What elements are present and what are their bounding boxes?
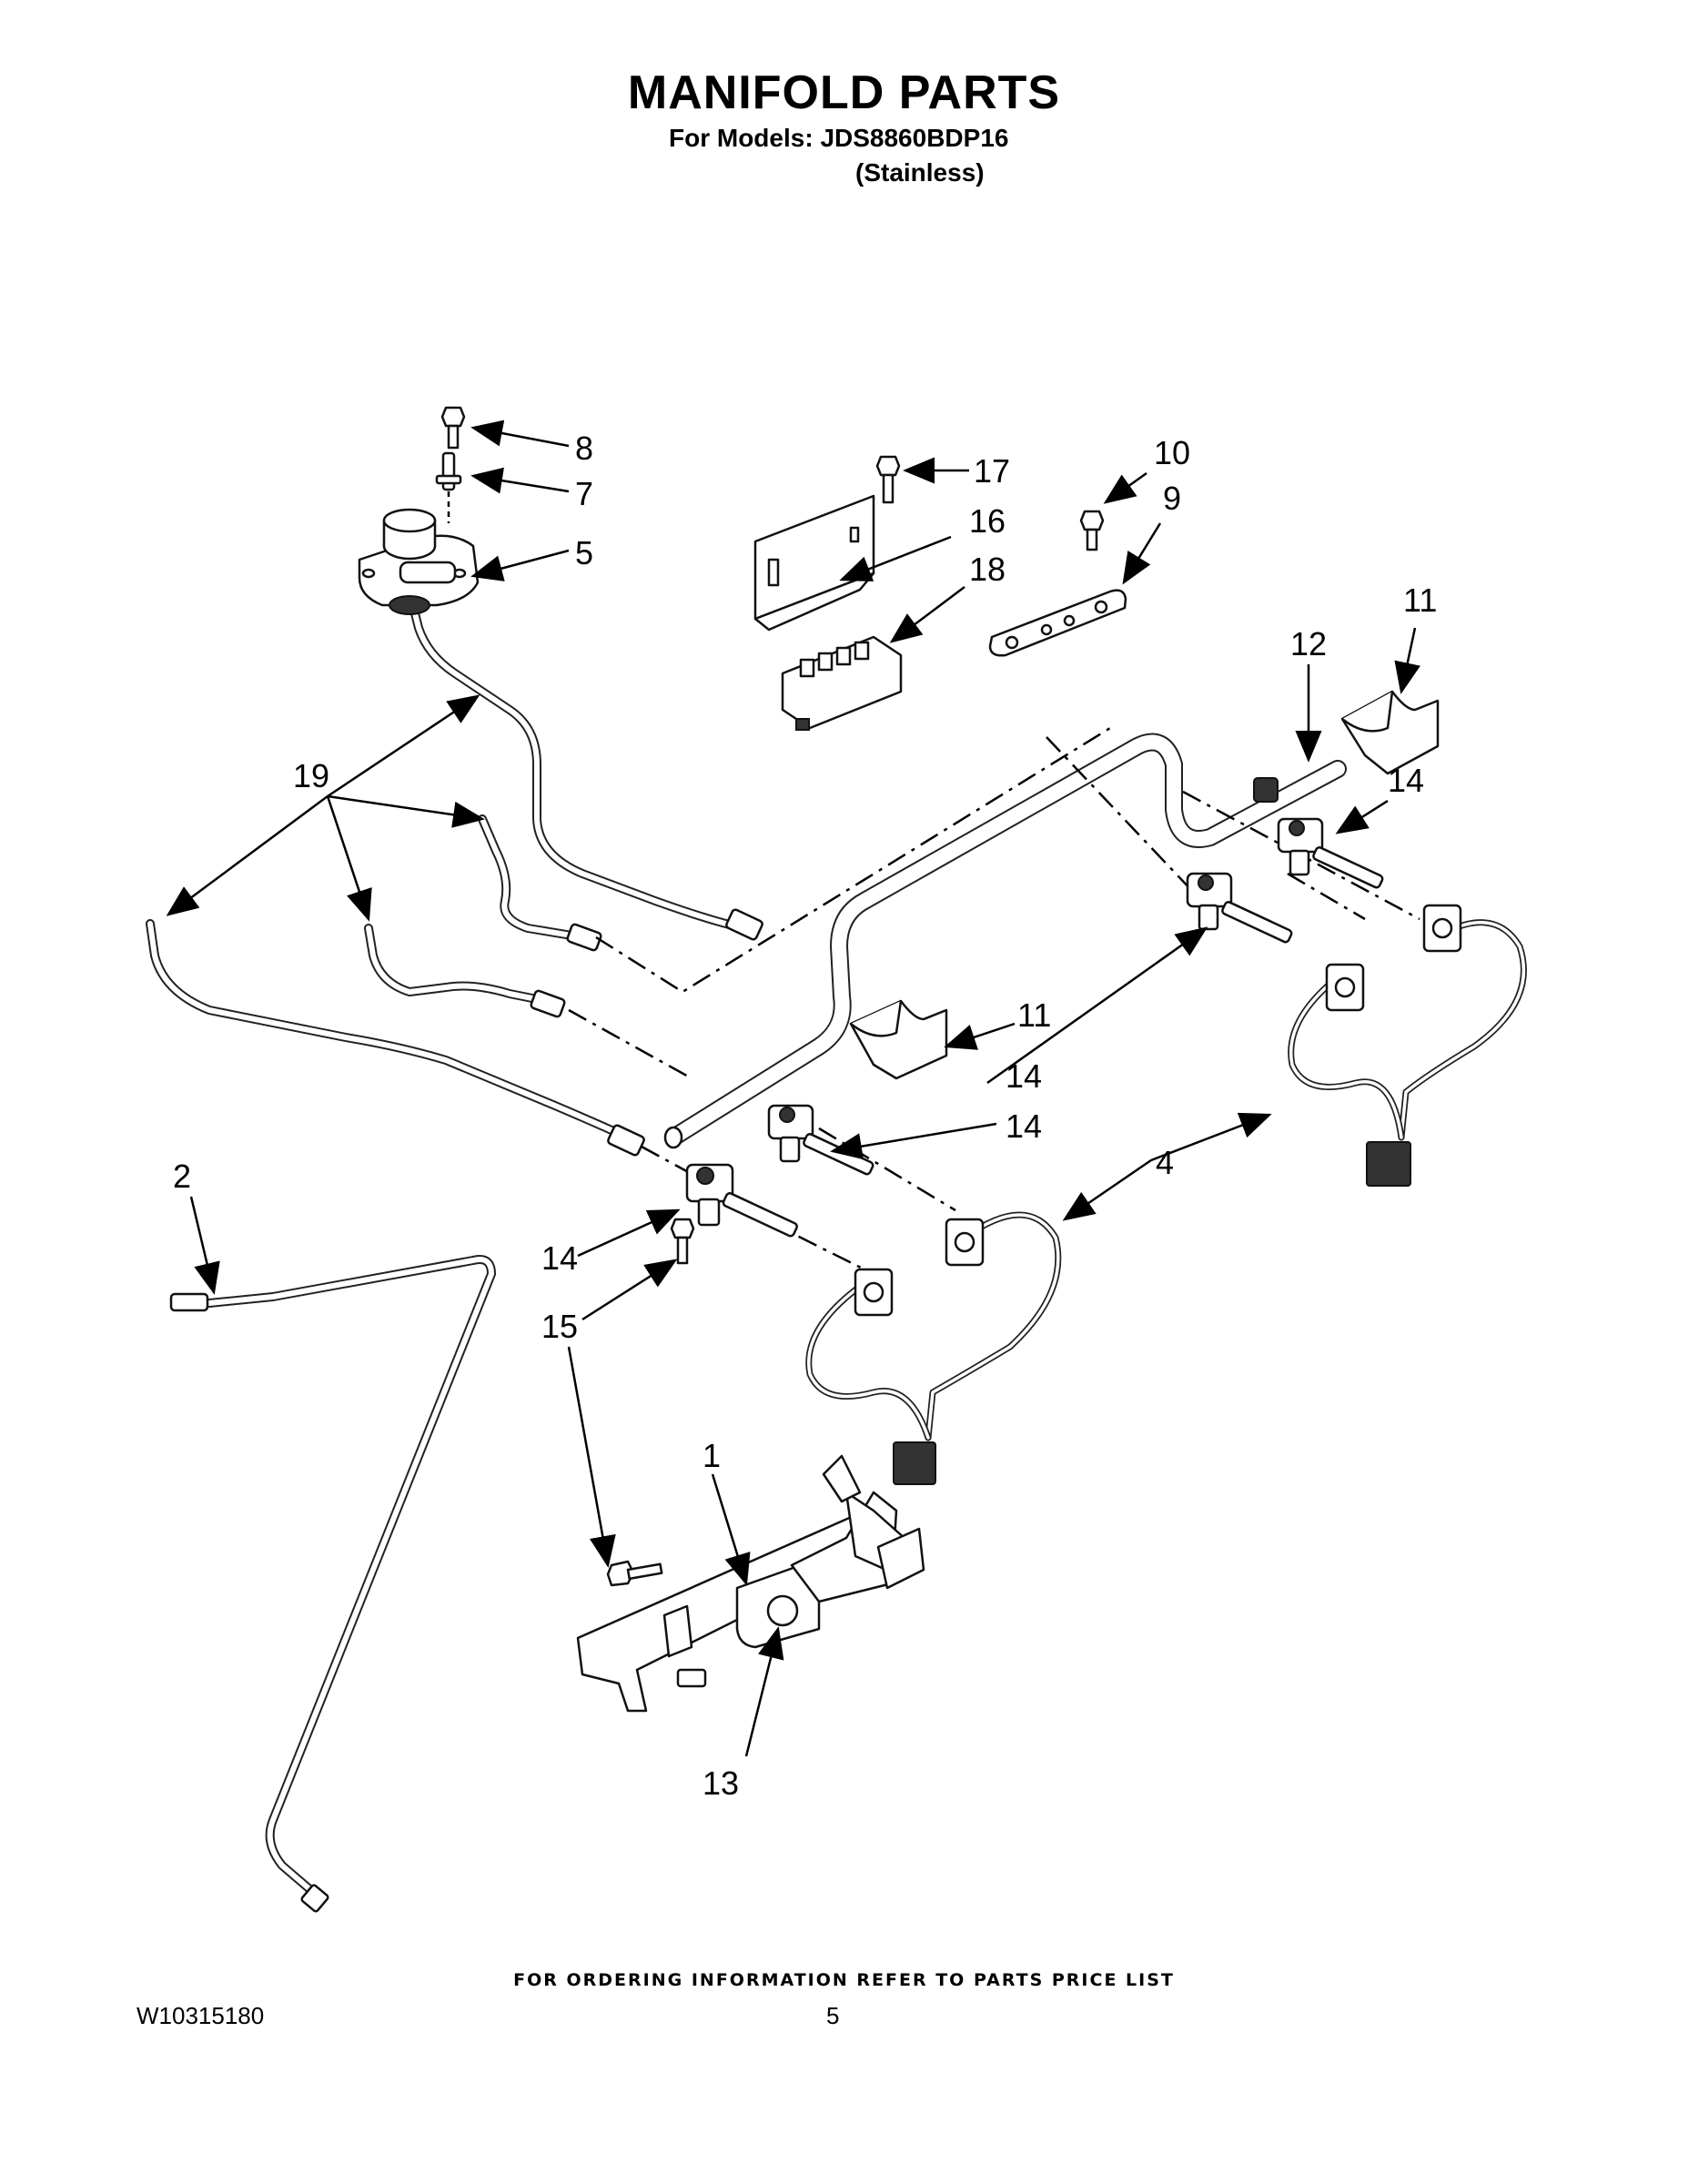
ordering-note: FOR ORDERING INFORMATION REFER TO PARTS … — [513, 1970, 1175, 1990]
callout-19: 19 — [293, 757, 329, 794]
manifold-inlet-fitting — [1253, 777, 1279, 803]
oven-valve-assembly — [576, 1454, 925, 1713]
callout-4: 4 — [1156, 1144, 1174, 1181]
bracket-16 — [753, 494, 875, 632]
valve-14-upper-right — [1277, 817, 1384, 889]
callout-12: 12 — [1290, 625, 1327, 662]
burner-base — [358, 508, 480, 615]
screw-17 — [875, 455, 901, 504]
variant-label: (Stainless) — [855, 158, 985, 187]
callout-5: 5 — [575, 534, 593, 571]
callout-11-mid: 11 — [1017, 996, 1051, 1034]
callout-14-valve-stem: 14 — [1006, 1107, 1042, 1145]
valve-14-mid-right — [1186, 872, 1293, 944]
callout-14-center: 14 — [1006, 1057, 1042, 1095]
callout-14-upper-right: 14 — [1388, 762, 1424, 799]
callout-10: 10 — [1154, 434, 1190, 471]
callout-14-left: 14 — [541, 1239, 578, 1277]
callout-9: 9 — [1163, 480, 1181, 517]
page-number: 5 — [826, 2002, 840, 2029]
callout-7: 7 — [575, 475, 593, 512]
screw-10 — [1079, 510, 1105, 551]
manifold-pipe — [663, 733, 1347, 1149]
valve-14-center — [767, 1104, 874, 1176]
callout-16: 16 — [969, 502, 1006, 540]
leader-arrows — [166, 420, 1420, 1757]
support-11-mid — [849, 999, 948, 1080]
burner-tubes — [146, 605, 763, 1157]
alignment-lines — [568, 726, 1420, 1271]
document-number: W10315180 — [136, 2002, 265, 2029]
callout-labels: 8 7 5 17 16 18 10 9 11 12 14 19 11 14 4 … — [173, 430, 1437, 1802]
screw-15-lower — [606, 1560, 663, 1587]
page-title: MANIFOLD PARTS — [627, 66, 1061, 119]
oven-gas-line — [169, 1255, 496, 1913]
callout-13: 13 — [702, 1764, 739, 1802]
support-11-top — [1340, 690, 1440, 775]
igniter — [435, 451, 462, 523]
callout-17: 17 — [974, 452, 1010, 490]
strap-9 — [988, 589, 1127, 657]
callout-18: 18 — [969, 551, 1006, 588]
terminal-block-18 — [781, 635, 903, 731]
callout-2: 2 — [173, 1158, 191, 1195]
screw-15-upper — [670, 1218, 695, 1265]
callout-1: 1 — [702, 1437, 721, 1474]
callout-8: 8 — [575, 430, 593, 467]
switch-harness-right — [1288, 904, 1527, 1187]
screw-8 — [440, 406, 466, 450]
models-line: For Models: JDS8860BDP16 — [669, 124, 1009, 152]
callout-11-top: 11 — [1403, 581, 1437, 619]
switch-harness-left — [805, 1211, 1062, 1485]
callout-15-upper: 15 — [541, 1308, 578, 1345]
valve-14-left — [685, 1163, 798, 1238]
